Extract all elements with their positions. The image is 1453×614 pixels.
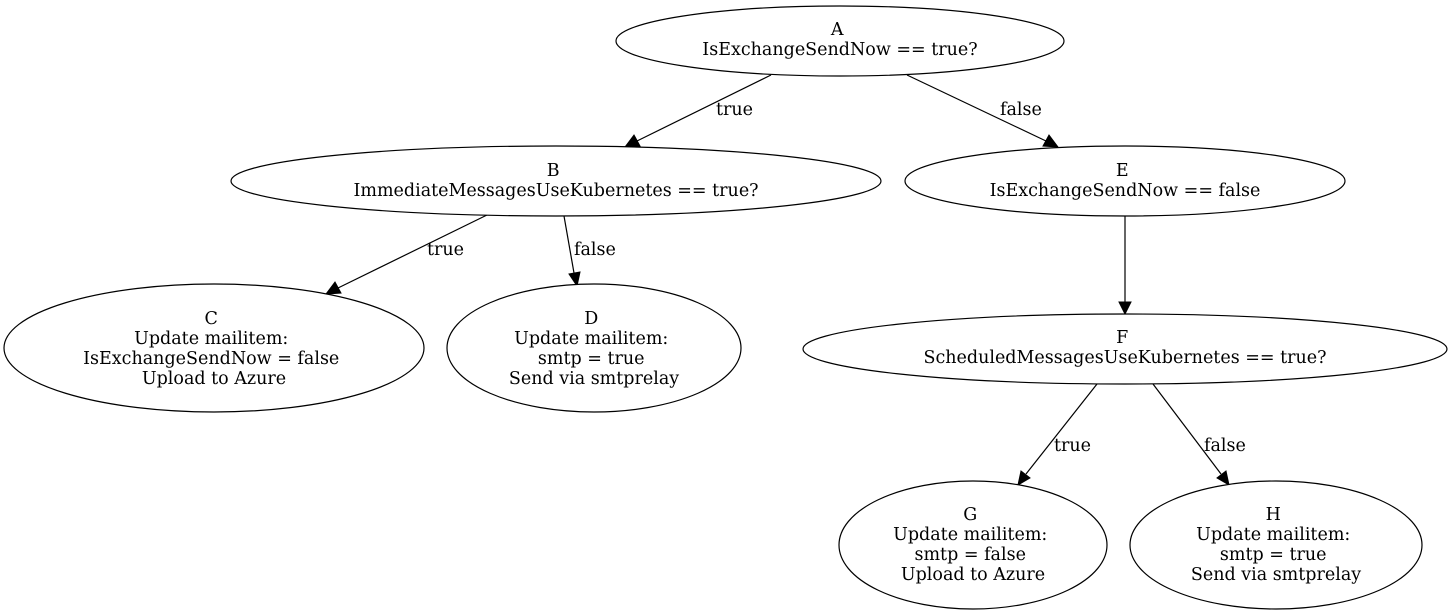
node-h-line-2: Update mailitem: (1196, 525, 1350, 545)
node-f: F ScheduledMessagesUseKubernetes == true… (802, 313, 1448, 385)
node-b-line-2: ImmediateMessagesUseKubernetes == true? (353, 181, 758, 201)
edge-label-a-e: false (1000, 100, 1042, 120)
node-g-line-4: Upload to Azure (901, 565, 1045, 585)
edge-label-b-c: true (427, 240, 464, 260)
node-c-line-4: Upload to Azure (142, 369, 286, 389)
node-b-line-1: B (547, 161, 560, 181)
edge-a-b: true (623, 74, 772, 148)
node-g-line-1: G (963, 505, 977, 525)
svg-text:H Update mailitem:: H Update mailitem: smtp = true Send via … (1191, 505, 1361, 585)
node-a-line-1: A (830, 20, 844, 40)
node-h: H Update mailitem: smtp = true Send via … (1129, 480, 1423, 610)
svg-text:A IsExchangeSendNow == t: A IsExchangeSendNow == true? (702, 20, 977, 60)
node-e: E IsExchangeSendNow == false (904, 145, 1346, 217)
edge-label-f-h: false (1204, 436, 1246, 456)
svg-text:B ImmediateMessagesUseKu: B ImmediateMessagesUseKubernetes == true… (353, 161, 758, 201)
node-d-line-4: Send via smtprelay (509, 369, 679, 389)
node-h-line-4: Send via smtprelay (1191, 565, 1361, 585)
svg-text:D Update mailitem:: D Update mailitem: smtp = true Send via … (509, 309, 679, 389)
node-d: D Update mailitem: smtp = true Send via … (446, 283, 742, 413)
node-e-line-1: E (1116, 161, 1129, 181)
edge-label-f-g: true (1054, 436, 1091, 456)
node-h-line-3: smtp = true (1220, 545, 1327, 565)
node-f-line-1: F (1116, 328, 1128, 348)
node-c: C Update mailitem: IsExchangeSendNow = f… (3, 283, 425, 413)
edge-f-g: true (1017, 383, 1098, 487)
node-g-line-2: Update mailitem: (893, 525, 1047, 545)
node-f-line-2: ScheduledMessagesUseKubernetes == true? (923, 348, 1326, 368)
node-c-line-1: C (205, 309, 218, 329)
node-a-line-2: IsExchangeSendNow == true? (702, 40, 977, 60)
node-c-line-3: IsExchangeSendNow = false (83, 349, 339, 369)
node-c-line-2: Update mailitem: (134, 329, 288, 349)
edge-label-b-d: false (574, 240, 616, 260)
edge-a-e: false (906, 74, 1060, 148)
node-g: G Update mailitem: smtp = false Upload t… (838, 480, 1108, 610)
svg-text:E IsExchangeSendNow == f: E IsExchangeSendNow == false (990, 161, 1261, 201)
node-h-line-1: H (1266, 505, 1281, 525)
node-d-line-3: smtp = true (538, 349, 645, 369)
svg-text:C Update mailitem:: C Update mailitem: IsExchangeSendNow = f… (83, 309, 345, 389)
edge-label-a-b: true (716, 100, 753, 120)
svg-text:F ScheduledMessagesUseKu: F ScheduledMessagesUseKubernetes == true… (923, 328, 1326, 368)
node-d-line-1: D (584, 309, 598, 329)
edge-e-f (1118, 216, 1132, 316)
svg-text:G Update mailitem:: G Update mailitem: smtp = false Upload t… (893, 505, 1053, 585)
node-a: A IsExchangeSendNow == true? (615, 5, 1065, 77)
edge-f-h: false (1152, 383, 1246, 487)
node-d-line-2: Update mailitem: (514, 329, 668, 349)
edge-b-d: false (563, 215, 616, 288)
node-b: B ImmediateMessagesUseKubernetes == true… (230, 145, 882, 217)
node-g-line-3: smtp = false (914, 545, 1025, 565)
node-e-line-2: IsExchangeSendNow == false (990, 181, 1261, 201)
edge-b-c: true (324, 214, 488, 295)
